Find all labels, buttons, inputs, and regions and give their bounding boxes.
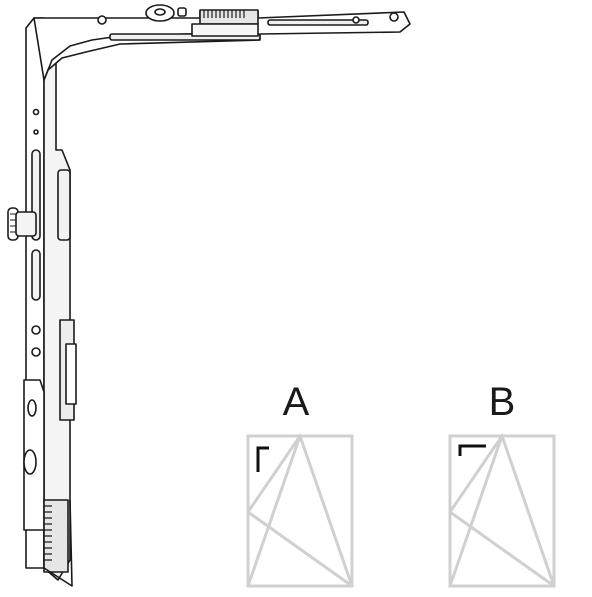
corner-horizontal-icon: [458, 444, 486, 456]
variant-a-label: A: [282, 380, 310, 424]
window-a-frame: [246, 434, 354, 588]
window-b-frame: [448, 434, 556, 588]
variant-b-label: B: [488, 380, 516, 424]
window-a-opening: [246, 432, 354, 588]
window-b-opening: [448, 432, 556, 588]
corner-vertical-icon: [256, 446, 269, 472]
